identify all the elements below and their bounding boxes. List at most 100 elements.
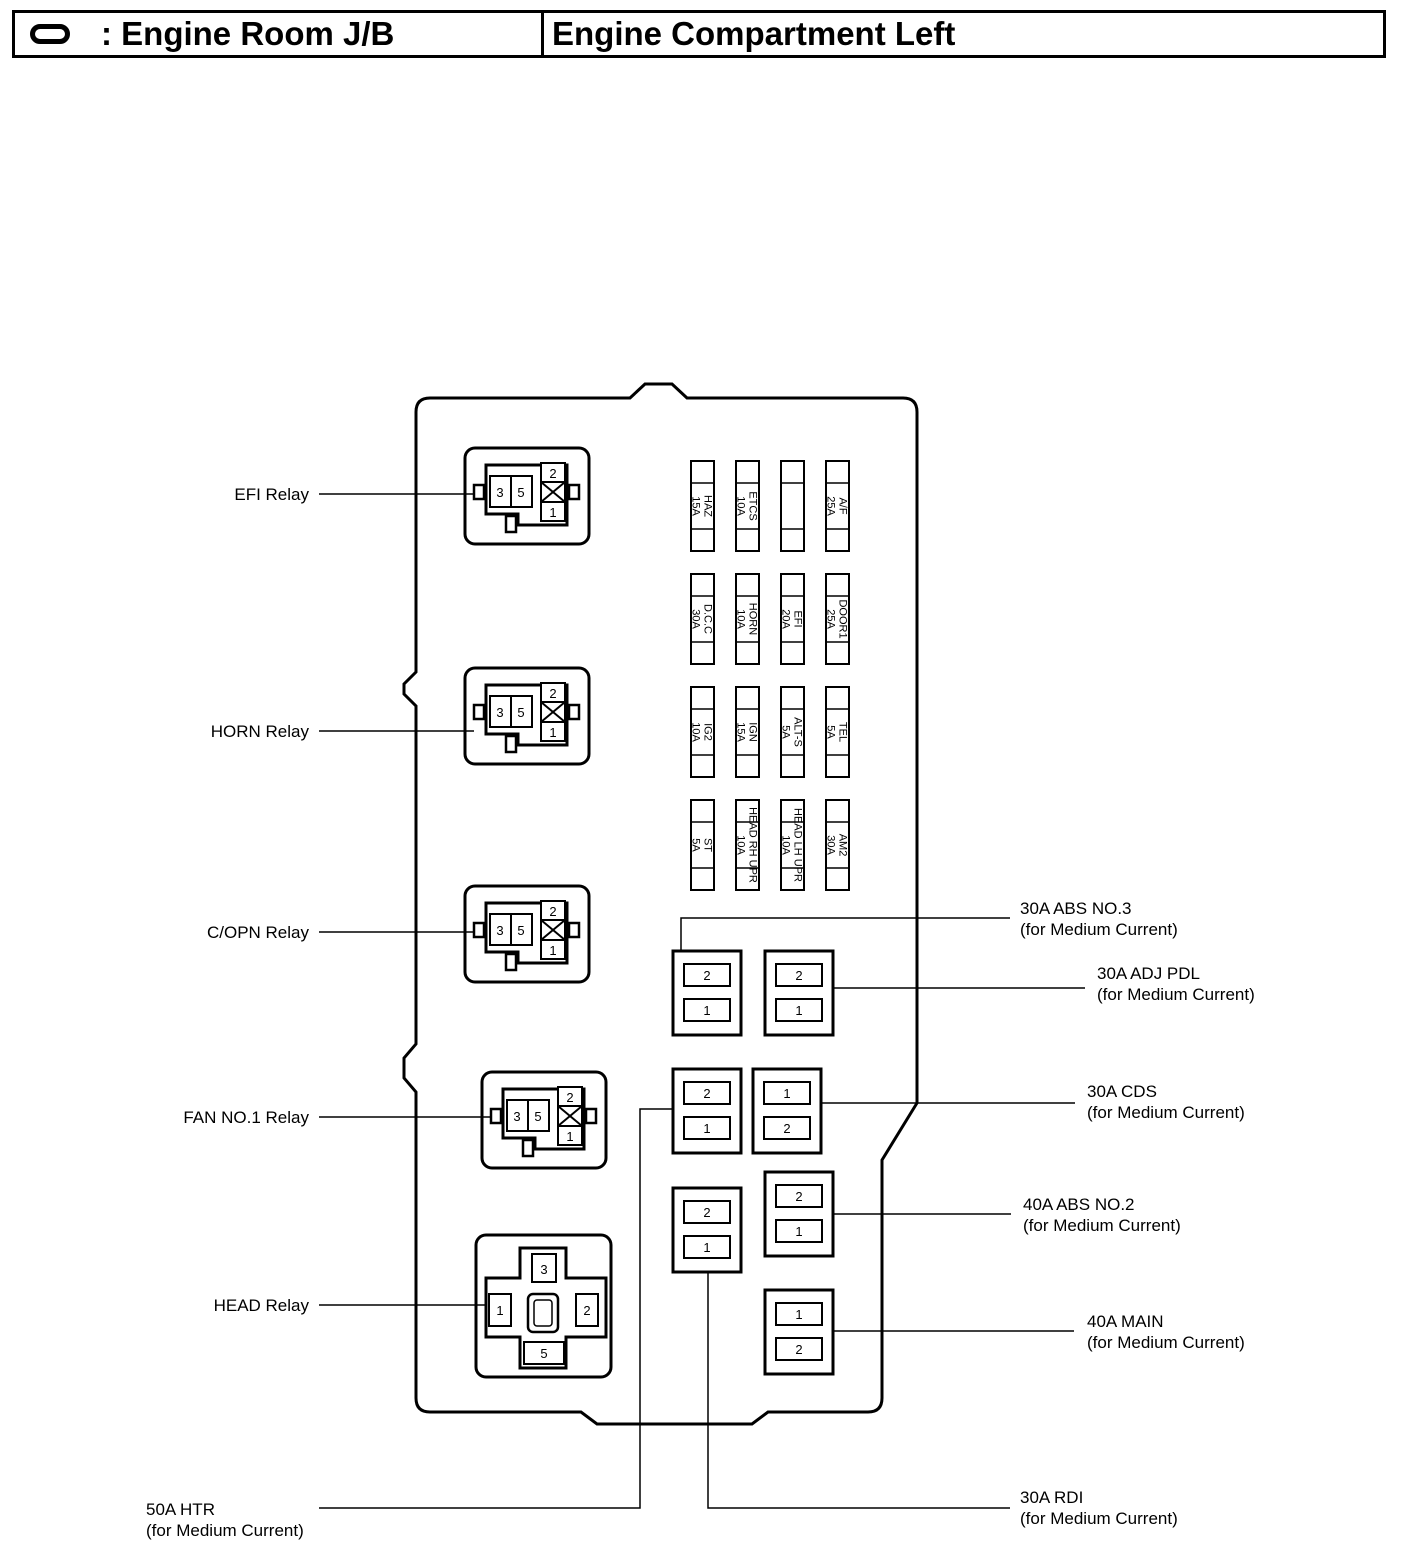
relay-label: HORN Relay: [211, 722, 310, 741]
relay-pin-label: 1: [549, 943, 556, 958]
medium-fuse-body: [671, 949, 743, 1037]
mini-fuse: IGN15A: [735, 686, 760, 778]
relay-pin-label: 5: [517, 485, 524, 500]
fuse-label: HEAD LH UPR10A: [780, 808, 804, 882]
fuse-label: IGN15A: [735, 722, 759, 742]
mini-fuse: A/F25A: [825, 460, 850, 552]
medium-fuse-pin-label: 1: [795, 1003, 802, 1018]
fuse-amperage: 5A: [825, 725, 837, 739]
fuse-name: ETCS: [747, 491, 759, 520]
fuse-amperage: 5A: [690, 838, 702, 852]
medium-fuse-pin-label: 2: [795, 1342, 802, 1357]
relay-side-tab: [567, 483, 581, 501]
medium-fuse-name: 40A MAIN: [1087, 1312, 1164, 1331]
fuse-label: D.C.C30A: [690, 604, 714, 634]
relay-pin-box: [540, 939, 566, 960]
relay-blank-cross: [540, 481, 566, 503]
relay-connector-body: [484, 1246, 608, 1370]
relay-pin-label: 3: [496, 485, 503, 500]
fuse-amperage: 10A: [735, 835, 747, 855]
relay-side-tab: [567, 921, 581, 939]
fuse-label: HAZ15A: [690, 495, 714, 517]
fuse-amperage: 10A: [735, 496, 747, 516]
relay-connector-body: [501, 1087, 586, 1151]
relay-housing: [480, 1070, 608, 1170]
fuse-body: [690, 799, 715, 891]
medium-fuse-name: 30A CDS: [1087, 1082, 1157, 1101]
medium-fuse-pin-label: 1: [703, 1121, 710, 1136]
relay-side-tab: [472, 921, 486, 939]
mini-fuse: ALT-S5A: [780, 686, 805, 778]
relay-pin-label: 1: [496, 1303, 503, 1318]
relay-bottom-tab: [521, 1138, 535, 1158]
medium-fuse-terminal: [775, 963, 823, 987]
medium-fuse-body: [763, 949, 835, 1037]
relay-blank-cross: [540, 701, 566, 723]
relay-pin-box: [510, 913, 533, 946]
relay-label: HEAD Relay: [214, 1296, 310, 1315]
fuse-box-outline: [402, 382, 919, 1426]
fuse-amperage: 30A: [825, 835, 837, 855]
medium-fuse-leader-line: [319, 1108, 673, 1509]
medium-fuse-note: (for Medium Current): [1020, 920, 1178, 939]
fuse-amperage: 15A: [690, 496, 702, 516]
relay-side-tab: [472, 703, 486, 721]
fuse-name: HORN: [747, 603, 759, 635]
fuse-body: [735, 686, 760, 778]
relay-housing: [474, 1233, 613, 1379]
medium-fuse-terminal: [683, 998, 731, 1022]
relay-side-tab: [584, 1107, 598, 1125]
medium-fuse-pin-label: 1: [795, 1307, 802, 1322]
fuse-amperage: 15A: [735, 722, 747, 742]
mini-fuse: ETCS10A: [735, 460, 760, 552]
fuse-body: [825, 573, 850, 665]
medium-fuse-pin-label: 1: [783, 1086, 790, 1101]
junction-block-title: : Engine Room J/B: [101, 15, 395, 52]
relay-bottom-tab: [504, 734, 518, 754]
fuse-name: HEAD LH UPR: [792, 808, 804, 882]
relay-pin-box: [540, 501, 566, 522]
relay-pin-label: 5: [534, 1109, 541, 1124]
location-title: Engine Compartment Left: [552, 15, 956, 52]
medium-fuse-leader-line: [707, 1272, 1010, 1509]
relay-pin-label: 3: [496, 705, 503, 720]
relay-blank-cross: [540, 919, 566, 941]
medium-fuse-pin-label: 1: [703, 1240, 710, 1255]
medium-fuse-name: 40A ABS NO.2: [1023, 1195, 1135, 1214]
fuse-amperage: 20A: [780, 609, 792, 629]
medium-fuse-pin-label: 2: [795, 968, 802, 983]
mini-fuse: DOOR125A: [825, 573, 850, 665]
relay-pin-label: 3: [513, 1109, 520, 1124]
mini-fuse: HAZ15A: [690, 460, 715, 552]
mini-fuse: [780, 460, 805, 552]
fuse-amperage: 25A: [825, 609, 837, 629]
fuse-body: [780, 573, 805, 665]
fuse-name: ST: [702, 838, 714, 852]
relay-housing: [463, 446, 591, 546]
relay-center-post: [533, 1299, 553, 1327]
fuse-amperage: 5A: [780, 725, 792, 739]
medium-fuse-note: (for Medium Current): [1087, 1333, 1245, 1352]
medium-fuse-note: (for Medium Current): [1087, 1103, 1245, 1122]
medium-fuse-pin-label: 1: [703, 1003, 710, 1018]
medium-fuse-terminal: [775, 1302, 823, 1326]
fuse-name: AM2: [837, 834, 849, 857]
fuse-name: TEL: [837, 722, 849, 742]
fuse-label: ALT-S5A: [780, 717, 804, 747]
medium-fuse-note: (for Medium Current): [1023, 1216, 1181, 1235]
fuse-name: IG2: [702, 723, 714, 741]
fuse-body: [735, 799, 760, 891]
relay-pin-box: [523, 1341, 565, 1365]
relay-bottom-tab: [504, 952, 518, 972]
medium-fuse-terminal: [683, 1200, 731, 1224]
medium-fuse-body: [751, 1067, 823, 1155]
medium-fuse-pin-label: 2: [795, 1189, 802, 1204]
medium-fuse-terminal: [775, 998, 823, 1022]
